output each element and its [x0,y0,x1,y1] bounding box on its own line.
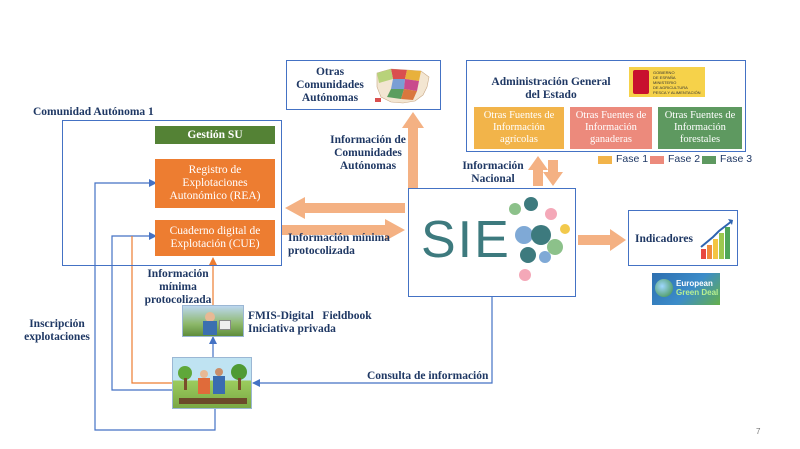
siex-x-logo-icon [509,197,570,281]
rea-line-2: Explotaciones [182,177,248,189]
fuentes-ganaderas-line-1: Otras Fuentes de [575,110,647,121]
fuentes-ganaderas-line-3: ganaderas [590,134,632,145]
indicadores-box: Indicadores [628,210,738,266]
fmis-line-2: Iniciativa privada [248,323,336,335]
info-comunidades-line-3: Autónomas [339,160,397,172]
administracion-title-line-1: Administración General [491,76,611,88]
consulta-label: Consulta de información [367,370,489,382]
fuentes-forestales-line-1: Otras Fuentes de [664,110,736,121]
info-minima-left-line-1: Información [147,268,209,280]
green-deal-line-2: Green Deal [676,288,719,297]
consulta-line [252,297,493,387]
arrow-ca-to-siex [281,219,405,241]
siex-box: SIE [408,188,576,297]
arrow-siex-to-ca [285,197,405,219]
fmis-line-1: FMIS-Digital Fieldbook [248,310,372,322]
arrow-siex-to-otras [402,112,424,190]
rea-line-3: Autonómico (REA) [169,190,261,202]
info-minima-right-line-1: Información mínima [288,232,390,244]
fuentes-agricolas-line-3: agrícolas [500,134,538,145]
inscripcion-line-1: Inscripción [29,318,85,330]
legend-fase-2-swatch [650,156,664,164]
farmer-1-icon [200,370,208,378]
arrow-admin-to-siex [543,160,563,186]
logo-text-5: PESCA Y ALIMENTACIÓN [653,89,701,95]
comunidad-autonoma-box [62,120,282,266]
cue-box: Cuaderno digital de Explotación (CUE) [155,220,275,256]
otras-comunidades-line-1: Otras [315,66,345,78]
fuentes-forestales-line-3: forestales [679,134,721,145]
green-deal-line-1: European [676,279,713,288]
gestion-su-label: Gestión SU [187,128,243,141]
page-number: 7 [756,427,761,436]
info-minima-right-line-2: protocolizada [288,245,355,257]
fuentes-forestales-box: Otras Fuentes de Información forestales [658,107,742,149]
fuentes-agricolas-line-2: Información [493,122,545,133]
legend-fase-1-swatch [598,156,612,164]
arrow-siex-to-admin [528,156,548,186]
info-nacional-line-2: Nacional [471,173,515,185]
info-minima-left-line-3: protocolizada [144,294,212,306]
cue-line-2: Explotación (CUE) [170,238,260,250]
arrow-siex-to-indicadores [578,229,626,251]
administracion-title-line-2: del Estado [525,89,577,101]
fmis-image [182,305,244,337]
legend-fase-3-swatch [702,156,716,164]
comunidad-autonoma-title: Comunidad Autónoma 1 [33,106,154,118]
farmer-2-icon [215,368,223,376]
bar-chart-icon [700,219,733,259]
tablet-icon [219,320,231,330]
info-nacional-line-1: Información [462,160,524,172]
siex-logo-text: SIE [421,211,511,269]
rea-line-1: Registro de [188,164,242,176]
info-comunidades-line-2: Comunidades [334,147,402,159]
rea-box: Registro de Explotaciones Autonómico (RE… [155,159,275,208]
administracion-box: Administración General del Estado GOBIER… [466,60,746,152]
coat-of-arms-icon [633,70,649,94]
legend-fase-2-label: Fase 2 [668,153,701,165]
gestion-su-box: Gestión SU [155,126,275,144]
cue-line-1: Cuaderno digital de [169,225,261,237]
logo-text-2: DE ESPAÑA [653,74,676,80]
fuentes-forestales-line-2: Información [674,122,726,133]
farmers-image [172,357,252,409]
logo-text-3: MINISTERIO [653,79,677,85]
info-minima-left-line-2: mínima [159,281,197,293]
gobierno-logo: GOBIERNO DE ESPAÑA MINISTERIO DE AGRICUL… [629,67,705,97]
fuentes-ganaderas-box: Otras Fuentes de Información ganaderas [570,107,652,149]
otras-comunidades-line-2: Comunidades [296,79,364,91]
fuentes-ganaderas-line-2: Información [585,122,637,133]
green-deal-logo: European Green Deal [652,273,720,305]
fuentes-agricolas-box: Otras Fuentes de Información agrícolas [474,107,564,149]
logo-text-4: DE AGRICULTURA [653,84,688,90]
otras-comunidades-line-3: Autónomas [301,92,359,104]
inscripcion-loop-line [94,179,216,431]
indicadores-label: Indicadores [635,233,693,245]
inscripcion-line-2: explotaciones [24,331,90,343]
spain-map-icon [375,68,430,104]
info-comunidades-line-1: Información de [330,134,406,146]
fuentes-agricolas-line-1: Otras Fuentes de [483,110,555,121]
cue-orange-line [131,236,172,384]
logo-text-1: GOBIERNO [653,69,675,75]
otras-comunidades-box: Otras Comunidades Autónomas [286,60,441,110]
globe-icon [655,279,673,297]
legend-fase-3-label: Fase 3 [720,153,753,165]
legend-fase-1-label: Fase 1 [616,153,649,165]
